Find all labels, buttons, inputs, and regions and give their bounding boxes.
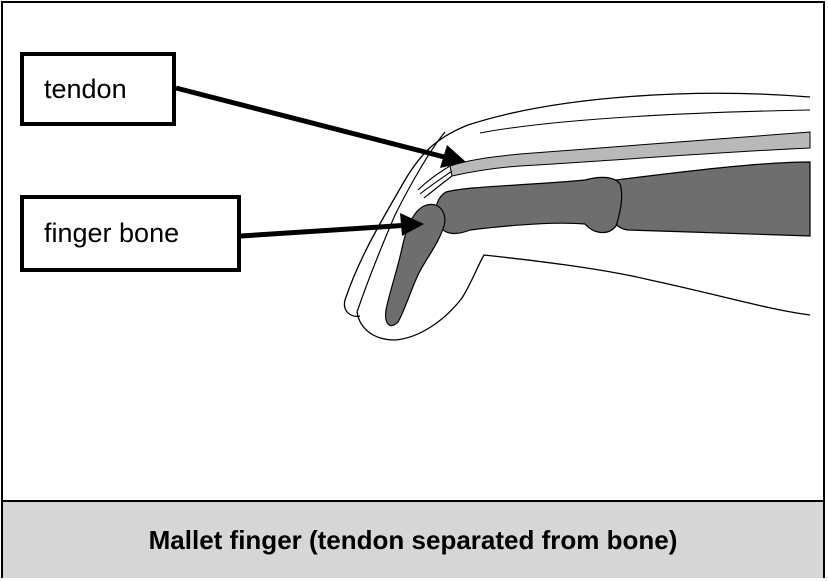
tendon-label: tendon xyxy=(44,74,127,105)
bone-arrow xyxy=(241,225,410,236)
middle-phalanx-bone xyxy=(610,162,810,236)
tendon-label-box: tendon xyxy=(20,52,176,126)
caption-text: Mallet finger (tendon separated from bon… xyxy=(149,525,678,556)
finger-bone-label: finger bone xyxy=(44,218,179,249)
finger-bone-label-box: finger bone xyxy=(20,195,241,272)
fingertip-underside xyxy=(357,255,810,340)
figure-caption: Mallet finger (tendon separated from bon… xyxy=(3,500,823,578)
proximal-bone-segment xyxy=(436,177,622,233)
tendon-arrow xyxy=(176,88,456,160)
nail-line xyxy=(480,110,810,133)
